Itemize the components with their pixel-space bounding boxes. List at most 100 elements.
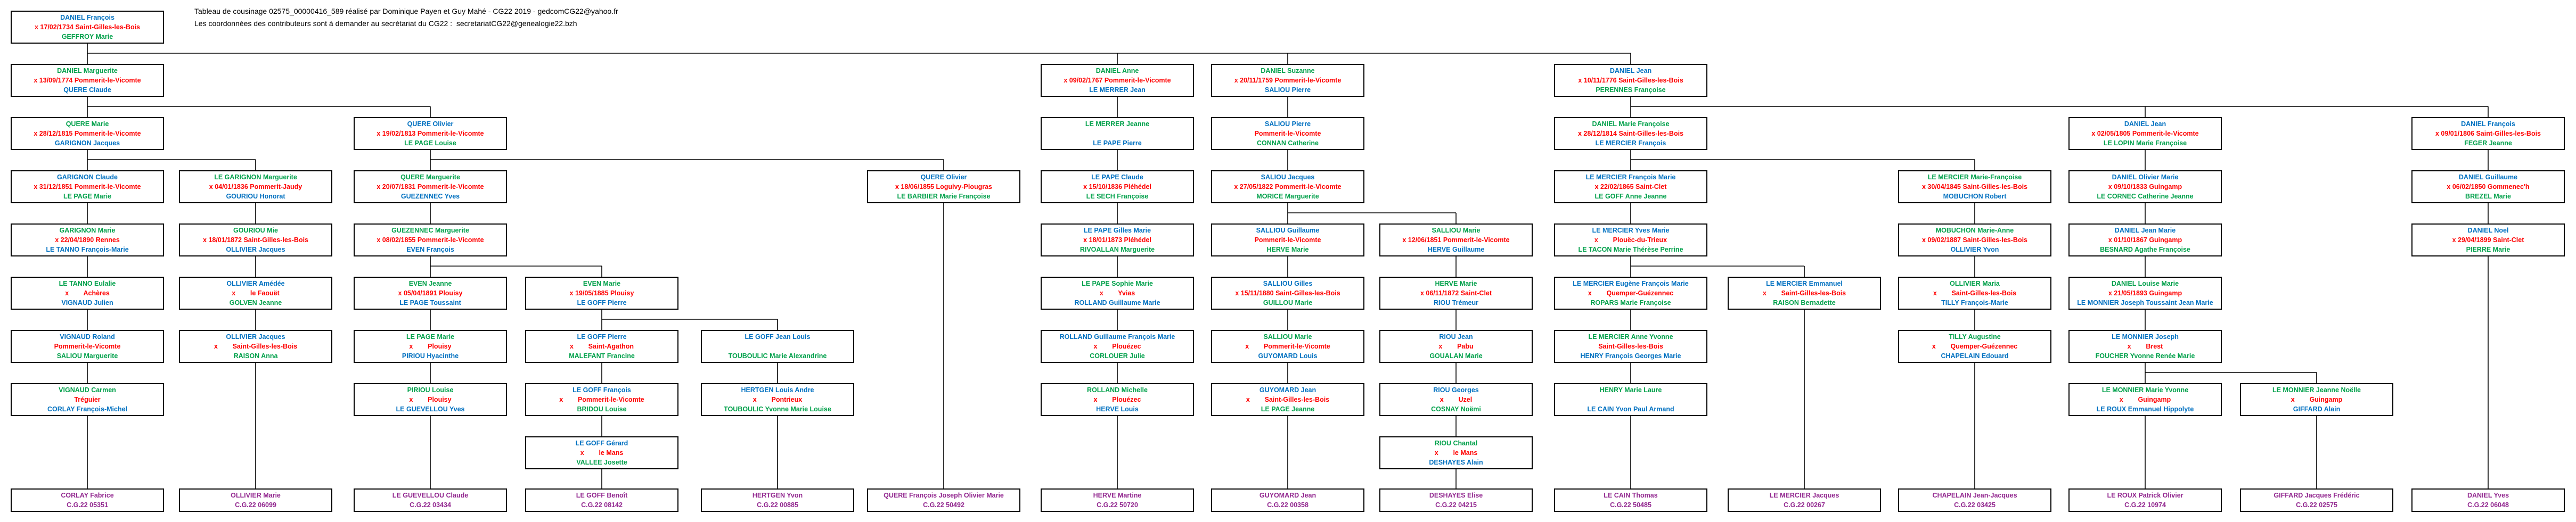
person-name: EVEN Marie (583, 280, 621, 287)
chart-title-line-2: Les coordonnées des contributeurs sont à… (194, 19, 577, 28)
contributor-name: LE GOFF Benoît (576, 492, 628, 499)
person-name: MOBUCHON Marie-Anne (1935, 227, 2014, 234)
spouse-name: BREZEL Marie (2465, 193, 2511, 200)
marriage-info: Pommerit-le-Vicomte (1254, 236, 1321, 244)
person-name: QUERE Olivier (407, 120, 454, 128)
person-name: HERTGEN Louis Andre (741, 386, 814, 394)
person-name: LE TANNO Eulalie (59, 280, 116, 287)
spouse-name: TOUBOULIC Marie Alexandrine (728, 352, 827, 360)
person-name: SALLIOU Guillaume (1256, 227, 1320, 234)
marriage-info: x Saint-Gilles-les-Bois (1762, 289, 1846, 297)
person-name: SALIOU Pierre (1264, 120, 1311, 128)
spouse-name: LE GOFF Pierre (577, 299, 627, 306)
contributor-id: C.G.22 03434 (410, 501, 451, 509)
spouse-name: ROLLAND Guillaume Marie (1074, 299, 1160, 306)
marriage-info: x 28/12/1814 Saint-Gilles-les-Bois (1577, 130, 1684, 137)
spouse-name: LE MERRER Jean (1089, 86, 1146, 94)
contributor-id: C.G.22 00358 (1267, 501, 1309, 509)
contributor-name: CORLAY Fabrice (61, 492, 114, 499)
marriage-info: Pommerit-le-Vicomte (1254, 130, 1321, 137)
contributor-id: C.G.22 00885 (757, 501, 798, 509)
spouse-name: CORLOUER Julie (1090, 352, 1145, 360)
marriage-info: x Saint-Gilles-les-Bois (1246, 396, 1330, 403)
spouse-name: LE TACON Marie Thérèse Perrine (1578, 246, 1683, 253)
marriage-info: x Plouézec (1093, 343, 1141, 350)
person-name: OLLIVIER Jacques (226, 333, 285, 341)
contributor-name: LE ROUX Patrick Olivier (2107, 492, 2184, 499)
person-name: LE MERCIER Eugène François Marie (1573, 280, 1689, 287)
contributor-name: QUERE François Joseph Olivier Marie (884, 492, 1004, 499)
person-name: DANIEL Jean Marie (2114, 227, 2176, 234)
person-name: LE PAPE Sophie Marie (1082, 280, 1153, 287)
spouse-name: GOLVEN Jeanne (229, 299, 282, 306)
person-name: LE MERCIER Marie-Françoise (1927, 173, 2022, 181)
spouse-name: RAISON Anna (233, 352, 278, 360)
person-name: LE GOFF Jean Louis (745, 333, 811, 341)
marriage-info: x le Faouët (232, 289, 280, 297)
person-name: RIOU Jean (1439, 333, 1473, 341)
person-name: GUYOMARD Jean (1259, 386, 1316, 394)
spouse-name: LE MERCIER François (1595, 139, 1666, 147)
person-name: DANIEL Suzanne (1261, 67, 1315, 74)
marriage-info: x 12/06/1851 Pommerit-le-Vicomte (1402, 236, 1510, 244)
spouse-name: LE PAGE Louise (404, 139, 456, 147)
spouse-name: FEGER Jeanne (2464, 139, 2512, 147)
marriage-info: x 05/04/1891 Plouisy (398, 289, 463, 297)
contributor-id: C.G.22 50492 (923, 501, 964, 509)
marriage-info: x Plouisy (409, 343, 452, 350)
spouse-name: DESHAYES Alain (1429, 459, 1483, 466)
person-name: GARIGNON Marie (59, 227, 116, 234)
spouse-name: OLLIVIER Jacques (226, 246, 285, 253)
spouse-name: MORICE Marguerite (1256, 193, 1319, 200)
spouse-name: LE GUEVELLOU Yves (396, 405, 465, 413)
contributor-id: C.G.22 03425 (1954, 501, 1996, 509)
person-name: GUEZENNEC Marguerite (391, 227, 469, 234)
person-name: LE MERRER Jeanne (1085, 120, 1150, 128)
spouse-name: LE PAGE Marie (63, 193, 112, 200)
person-name: LE MERCIER François Marie (1585, 173, 1676, 181)
person-name: TILLY Augustine (1949, 333, 2001, 341)
marriage-info: x 18/01/1873 Pléhédel (1083, 236, 1151, 244)
spouse-name: LE PAGE Jeanne (1261, 405, 1315, 413)
spouse-name: OLLIVIER Yvon (1950, 246, 1999, 253)
contributor-name: LE GUEVELLOU Claude (392, 492, 469, 499)
marriage-info: x Achères (65, 289, 110, 297)
marriage-info: x 01/10/1867 Guingamp (2108, 236, 2182, 244)
contributor-name: GIFFARD Jacques Frédéric (2274, 492, 2360, 499)
marriage-info: x 21/05/1893 Guingamp (2108, 289, 2182, 297)
marriage-info: x 30/04/1845 Saint-Gilles-les-Bois (1921, 183, 2028, 190)
contributor-name: GUYOMARD Jean (1259, 492, 1316, 499)
person-name: PIRIOU Louise (407, 386, 454, 394)
person-name: GOURIOU Mie (233, 227, 279, 234)
spouse-name: PIERRE Marie (2466, 246, 2510, 253)
